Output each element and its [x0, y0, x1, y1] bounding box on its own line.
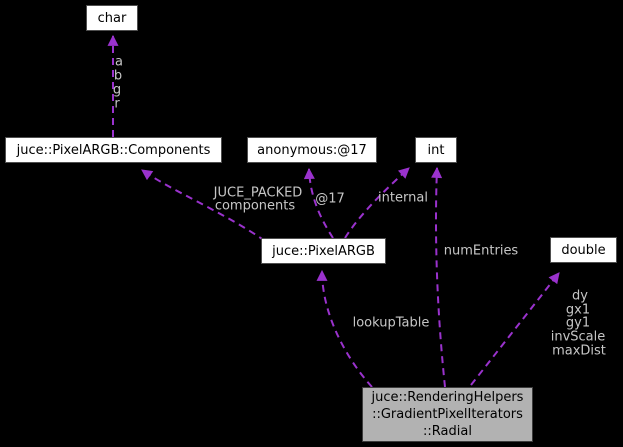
- edge-label-radial-to-double-0: dy: [572, 288, 588, 304]
- node-radial-label-line: ::GradientPixelIterators: [372, 407, 523, 422]
- node-radial-label-line: juce::RenderingHelpers: [371, 390, 524, 405]
- edge-pixelargb-to-anonymous: [303, 167, 334, 239]
- edge-radial-to-int: [431, 166, 446, 388]
- edge-label-radial-to-pixelargb-0: lookupTable: [352, 315, 430, 331]
- node-char-label-line: char: [97, 10, 127, 26]
- edge-radial-to-pixelargb: [316, 269, 373, 388]
- edge-pixelargb-to-int: [344, 167, 410, 239]
- edge-label-components-to-char-1: b: [113, 68, 123, 84]
- edge-radial-to-double: [470, 272, 560, 386]
- node-int[interactable]: int: [415, 137, 457, 163]
- edge-label-radial-to-double-3: invScale: [550, 329, 606, 345]
- node-double-label-line: double: [561, 242, 606, 258]
- node-pixelargb-label-line: juce::PixelARGB: [272, 243, 375, 259]
- node-radial: juce::RenderingHelpers::GradientPixelIte…: [362, 387, 533, 442]
- node-anonymous-17[interactable]: anonymous:@17: [247, 137, 377, 163]
- node-pixelargb-components[interactable]: juce::PixelARGB::Components: [5, 137, 222, 163]
- edge-label-pixelargb-to-components-0: JUCE_PACKED: [213, 185, 303, 201]
- edge-label-radial-to-double-4: maxDist: [552, 343, 606, 359]
- node-pixelargb-components-label-line: juce::PixelARGB::Components: [16, 142, 211, 158]
- node-pixelargb[interactable]: juce::PixelARGB: [261, 238, 386, 264]
- edge-label-radial-to-double-2: gy1: [565, 315, 591, 331]
- edge-label-radial-to-int-0: numEntries: [443, 243, 519, 259]
- edge-label-components-to-char-3: r: [114, 96, 120, 112]
- node-double[interactable]: double: [550, 237, 617, 263]
- edge-label-components-to-char-0: a: [115, 54, 123, 70]
- edge-label-radial-to-double-1: gx1: [565, 302, 591, 318]
- node-int-label-line: int: [427, 142, 445, 158]
- node-char[interactable]: char: [86, 5, 138, 31]
- edge-pixelargb-to-components: [141, 169, 266, 242]
- edge-label-pixelargb-to-int-0: internal: [378, 190, 428, 206]
- node-anonymous-17-label-line: anonymous:@17: [257, 142, 367, 158]
- edge-label-pixelargb-to-anonymous-0: @17: [315, 191, 345, 207]
- node-radial-label-line: ::Radial: [423, 424, 472, 439]
- edge-label-components-to-char-2: g: [112, 82, 122, 98]
- edge-label-pixelargb-to-components-1: components: [214, 198, 296, 214]
